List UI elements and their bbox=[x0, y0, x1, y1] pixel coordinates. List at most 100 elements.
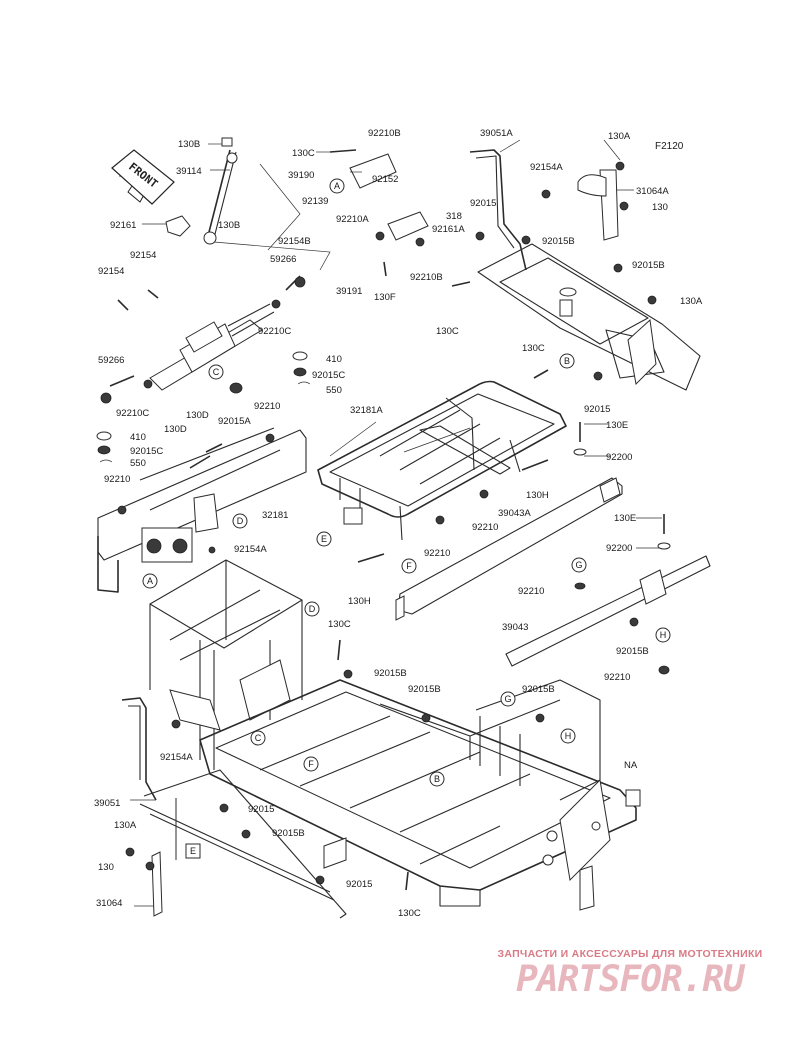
ref-marker-g-upper: G bbox=[571, 557, 587, 573]
part-label: 39191 bbox=[336, 286, 362, 297]
part-label: 92015B bbox=[616, 646, 649, 657]
part-label: 130D bbox=[164, 424, 187, 435]
part-label: 92210 bbox=[424, 548, 450, 559]
ref-marker-letter: F bbox=[406, 561, 412, 571]
part-label: 92210B bbox=[410, 272, 443, 283]
ref-marker-letter: D bbox=[309, 604, 316, 614]
watermark-tagline: ЗАПЧАСТИ И АКСЕССУАРЫ ДЛЯ МОТОТЕХНИКИ bbox=[497, 948, 763, 960]
front-frame-32181 bbox=[97, 427, 307, 593]
ref-marker-a-lower: A bbox=[142, 573, 158, 589]
part-label: 130E bbox=[606, 420, 628, 431]
leader-lines bbox=[130, 139, 662, 907]
ref-marker-g-lower: G bbox=[500, 691, 516, 707]
part-label: 92210C bbox=[258, 326, 291, 337]
part-label: 39114 bbox=[176, 166, 202, 177]
part-label: NA bbox=[624, 760, 638, 771]
part-label: 92200 bbox=[606, 543, 632, 554]
ref-marker-letter: G bbox=[504, 694, 511, 704]
part-label: 130C bbox=[292, 148, 315, 159]
mid-frame-cradle bbox=[149, 559, 303, 770]
ref-marker-b-upper: B bbox=[559, 353, 575, 369]
part-label: 92154A bbox=[160, 752, 193, 763]
part-label: 92161 bbox=[110, 220, 136, 231]
part-label: 31064A bbox=[636, 186, 669, 197]
ref-marker-letter: A bbox=[147, 576, 153, 586]
part-label: 92154 bbox=[98, 266, 124, 277]
part-label: 92210 bbox=[104, 474, 130, 485]
ref-marker-b-lower: B bbox=[429, 771, 445, 787]
ref-marker-letter: E bbox=[321, 534, 327, 544]
watermark: ЗАПЧАСТИ И АКСЕССУАРЫ ДЛЯ МОТОТЕХНИКИ PA… bbox=[470, 948, 790, 1000]
ref-marker-d-lower: D bbox=[304, 601, 320, 617]
part-label: 130C bbox=[522, 343, 545, 354]
part-label: 92152 bbox=[372, 174, 398, 185]
part-label: 92015B bbox=[272, 828, 305, 839]
part-label: 92210 bbox=[518, 586, 544, 597]
part-label: 92139 bbox=[302, 196, 328, 207]
part-label: 39190 bbox=[288, 170, 314, 181]
part-label: 92015 bbox=[346, 879, 372, 890]
part-label: 92154A bbox=[530, 162, 563, 173]
part-label: 32181A bbox=[350, 405, 383, 416]
part-label: 92015B bbox=[374, 668, 407, 679]
ref-marker-letter: E bbox=[190, 846, 196, 856]
part-label: 39051 bbox=[94, 798, 120, 809]
part-label: 32181 bbox=[262, 510, 288, 521]
part-label: 130 bbox=[98, 862, 114, 873]
part-label: 92154B bbox=[278, 236, 311, 247]
ref-marker-f-lower: F bbox=[303, 756, 319, 772]
part-label: 130A bbox=[114, 820, 137, 831]
part-label: 39043A bbox=[498, 508, 531, 519]
rear-bed-support-lower bbox=[121, 697, 347, 919]
ref-marker-letter: H bbox=[660, 630, 667, 640]
part-label: 130 bbox=[652, 202, 668, 213]
part-label: 130B bbox=[218, 220, 240, 231]
ref-marker-e-upper: E bbox=[316, 531, 332, 547]
ref-marker-letter: H bbox=[565, 731, 572, 741]
part-label: 550 bbox=[326, 385, 342, 396]
part-label: 92210 bbox=[604, 672, 630, 683]
ref-marker-a-upper: A bbox=[329, 178, 345, 194]
ref-marker-letter: C bbox=[213, 367, 220, 377]
ref-marker-letter: F bbox=[308, 759, 314, 769]
part-label: 92015B bbox=[542, 236, 575, 247]
reference-markers: A A B B C C D D E E F F G G H H bbox=[142, 178, 671, 859]
ref-marker-letter: A bbox=[334, 181, 340, 191]
part-label: 130C bbox=[436, 326, 459, 337]
part-label: 59266 bbox=[98, 355, 124, 366]
ref-marker-f-upper: F bbox=[401, 558, 417, 574]
figure-code: F2120 bbox=[655, 141, 684, 152]
part-label: 130C bbox=[328, 619, 351, 630]
upper-frame-32181A bbox=[317, 380, 587, 563]
part-labels: 130B 39114 92161 130B 92154 92154 59266 … bbox=[94, 128, 703, 919]
part-label: 130C bbox=[398, 908, 421, 919]
part-label: 92200 bbox=[606, 452, 632, 463]
part-label: 92210 bbox=[472, 522, 498, 533]
ref-marker-h-upper: H bbox=[655, 627, 671, 643]
part-label: 92015B bbox=[408, 684, 441, 695]
part-label: 130D bbox=[186, 410, 209, 421]
part-label: 130A bbox=[680, 296, 703, 307]
watermark-logo: PARTSFOR.RU bbox=[516, 959, 744, 1000]
part-label: 92015 bbox=[584, 404, 610, 415]
ref-marker-h-lower: H bbox=[560, 728, 576, 744]
part-label: 92015 bbox=[470, 198, 496, 209]
main-chassis-frame bbox=[199, 639, 641, 911]
part-label: 92161A bbox=[432, 224, 465, 235]
part-label: 92015 bbox=[248, 804, 274, 815]
part-label: 59266 bbox=[270, 254, 296, 265]
cross-member-39043A bbox=[395, 477, 671, 621]
part-label: 130A bbox=[608, 131, 631, 142]
part-label: 39043 bbox=[502, 622, 528, 633]
rear-bed-support-upper bbox=[469, 149, 701, 391]
part-label: 130F bbox=[374, 292, 396, 303]
part-label: 92015B bbox=[522, 684, 555, 695]
front-direction-marker: FRONT bbox=[111, 149, 175, 205]
part-label: 92154 bbox=[130, 250, 156, 261]
part-label: 92210C bbox=[116, 408, 149, 419]
part-label: 318 bbox=[446, 211, 462, 222]
part-label: 130H bbox=[526, 490, 549, 501]
part-label: 92210B bbox=[368, 128, 401, 139]
